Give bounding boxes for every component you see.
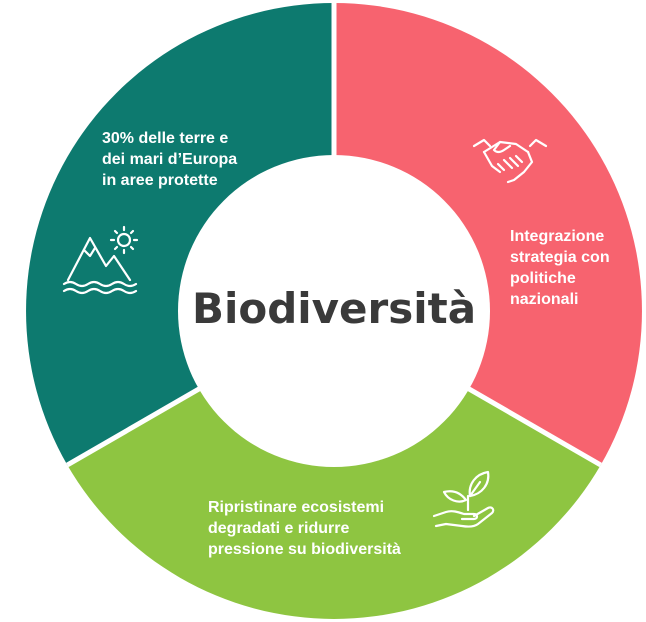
hand-sprout-icon [432,470,495,528]
label-line: Integrazione [510,228,605,245]
center-title: Biodiversità [191,284,477,333]
label-line: strategia con [510,249,610,266]
label-line: pressione su biodiversità [208,541,401,558]
handshake-icon [472,138,548,184]
label-line: dei mari d’Europa [102,151,238,168]
label-line: 30% delle terre e [102,130,229,147]
label-line: nazionali [510,291,579,308]
label-line: politiche [510,270,576,287]
label-line: in aree protette [102,172,218,189]
segment-label-strategy-integration: Integrazione strategia con politiche naz… [510,226,610,310]
center-circle [178,155,490,467]
label-line: degradati e ridurre [208,520,350,537]
label-line: Ripristinare ecosistemi [208,499,385,516]
segment-label-protected-areas: 30% delle terre e dei mari d’Europa in a… [102,128,237,191]
mountain-sun-water-icon [62,225,139,295]
segment-label-restore-ecosystems: Ripristinare ecosistemi degradati e ridu… [208,497,401,560]
